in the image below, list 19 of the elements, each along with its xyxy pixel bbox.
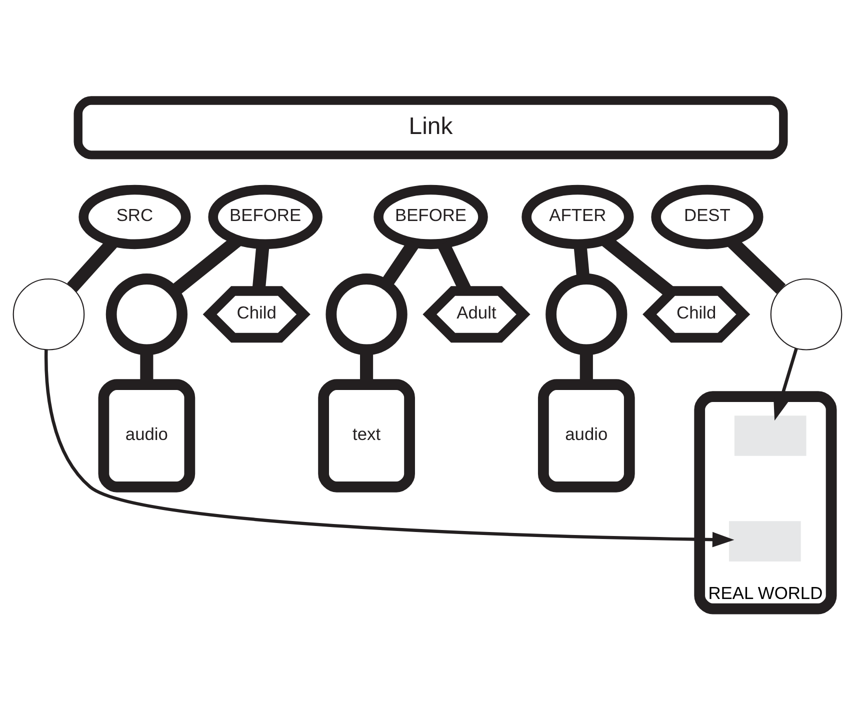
arrow <box>44 350 734 548</box>
node-ellipse: BEFORE <box>208 184 322 250</box>
node-box <box>728 521 800 562</box>
node-circle <box>545 274 627 356</box>
node-box: Link <box>73 96 788 160</box>
arrow <box>773 348 798 421</box>
node-ellipse: DEST <box>650 184 763 250</box>
node-circle <box>770 278 842 350</box>
node-ellipse: SRC <box>78 184 190 250</box>
cluster: REAL WORLD <box>694 391 836 614</box>
node-box: audio <box>537 379 634 492</box>
node-circle <box>105 274 187 356</box>
node-ellipse: AFTER <box>521 184 634 250</box>
node-box: text <box>318 379 414 492</box>
node-circle <box>12 278 84 350</box>
node-box <box>734 416 806 456</box>
node-box: audio <box>98 379 195 492</box>
node-ellipse: BEFORE <box>373 184 488 250</box>
node-circle <box>325 274 407 356</box>
